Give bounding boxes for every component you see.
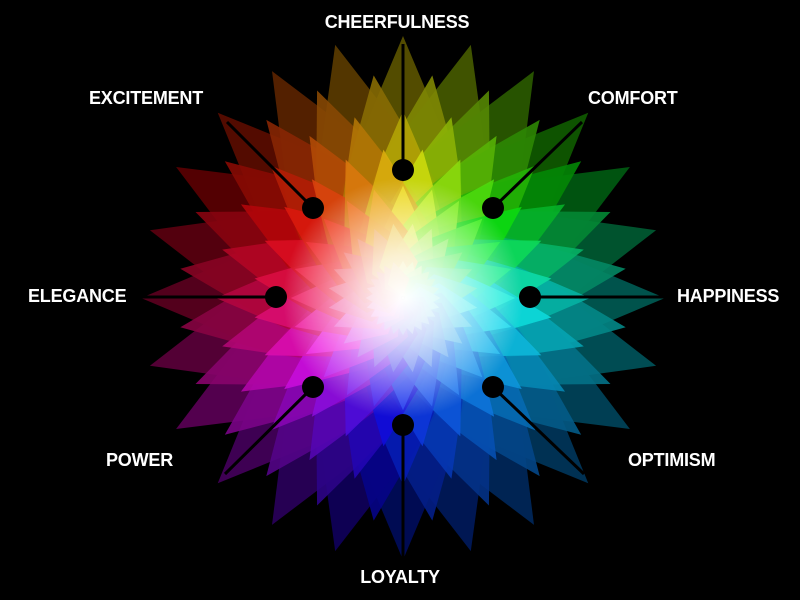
label-cheerfulness: CHEERFULNESS (325, 12, 470, 32)
leader-dot-power (302, 376, 324, 398)
leader-dot-happiness (519, 286, 541, 308)
center-glow (283, 178, 523, 418)
leader-lines (140, 44, 668, 560)
label-happiness: HAPPINESS (677, 286, 779, 306)
leader-dot-excitement (302, 197, 324, 219)
leader-dot-cheerfulness (392, 159, 414, 181)
label-elegance: ELEGANCE (28, 286, 127, 306)
emotion-labels: CHEERFULNESS COMFORT HAPPINESS OPTIMISM … (28, 12, 780, 587)
leader-dot-comfort (482, 197, 504, 219)
leader-line-power (223, 385, 315, 476)
label-power: POWER (106, 450, 173, 470)
leader-line-optimism (491, 385, 586, 476)
leader-dot-elegance (265, 286, 287, 308)
leader-line-comfort (491, 120, 584, 210)
label-excitement: EXCITEMENT (89, 88, 203, 108)
label-optimism: OPTIMISM (628, 450, 715, 470)
leader-dot-optimism (482, 376, 504, 398)
label-comfort: COMFORT (588, 88, 678, 108)
label-loyalty: LOYALTY (360, 567, 440, 587)
leader-line-excitement (225, 120, 315, 210)
leader-dot-loyalty (392, 414, 414, 436)
